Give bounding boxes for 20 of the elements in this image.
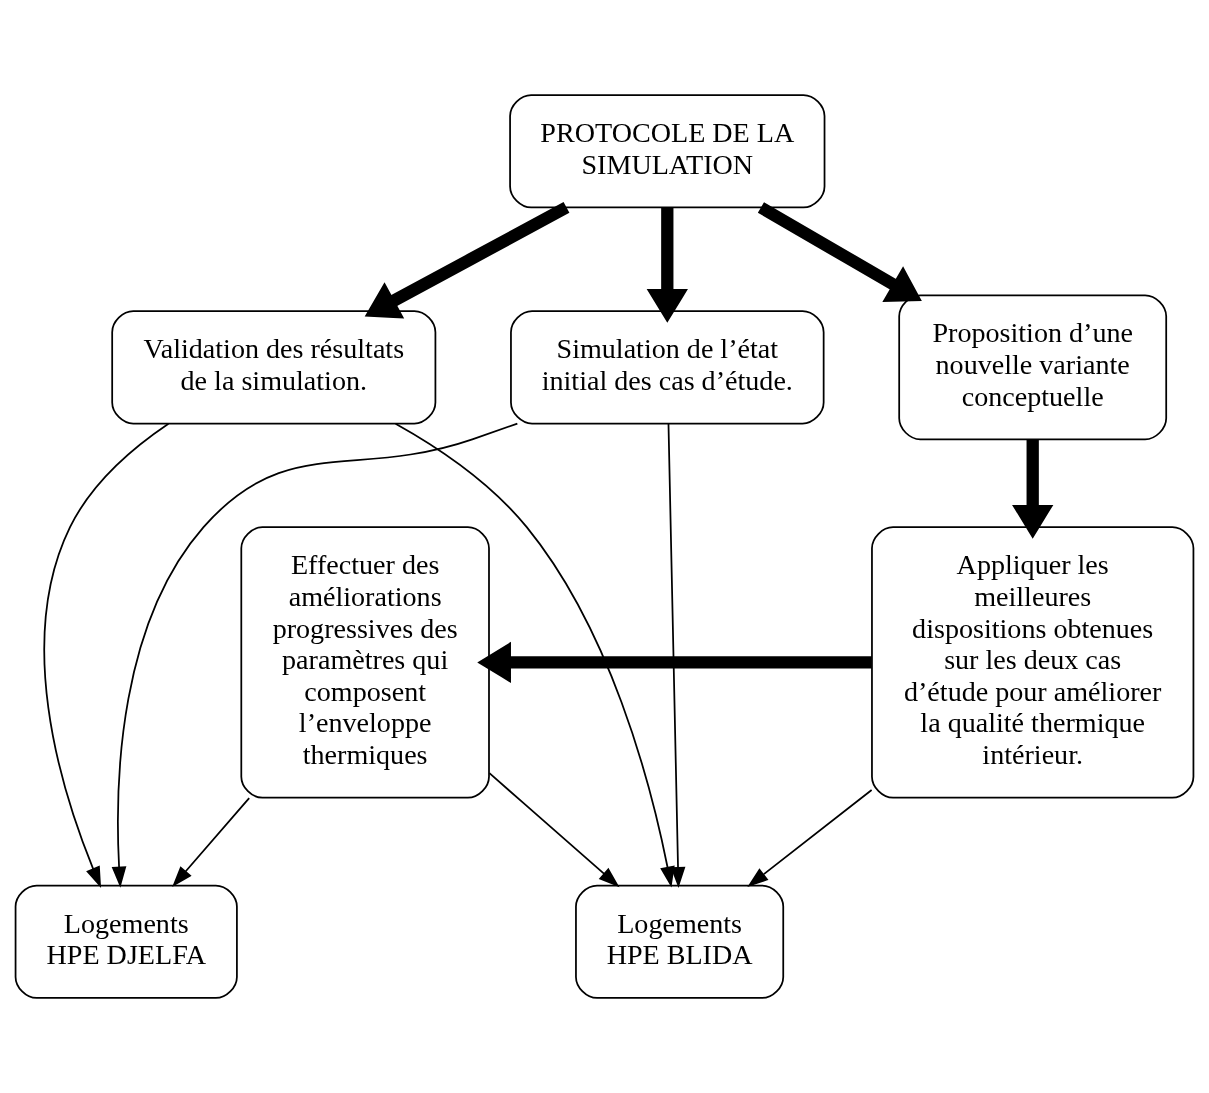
arrow — [364, 202, 570, 319]
arrow — [394, 422, 675, 888]
arrow — [488, 772, 620, 888]
node-box: Logements HPE DJELFA — [14, 884, 238, 999]
node-box: PROTOCOLE DE LA SIMULATION — [509, 94, 826, 209]
node-box: Logements HPE BLIDA — [575, 884, 785, 999]
arrow — [667, 422, 686, 889]
node-box: Simulation de l’état initial des cas d’étude. — [510, 310, 825, 425]
arrow — [646, 207, 688, 323]
arrow — [111, 422, 519, 888]
node-box: Appliquer les meilleures dispositions obtenues sur les deux cas d’étude pour améliorer la qualité thermique intérieur. — [871, 526, 1195, 799]
arrow — [172, 797, 251, 887]
node-box: Effectuer des améliorations progressives des paramètres qui composent l’enveloppe thermiques — [240, 526, 490, 799]
arrow — [757, 202, 922, 302]
arrow — [43, 422, 170, 888]
arrow — [477, 641, 872, 684]
arrow — [747, 789, 873, 888]
node-box: Validation des résultats de la simulation. — [111, 310, 437, 425]
arrow — [1012, 439, 1054, 539]
node-box: Proposition d’une nouvelle variante conceptuelle — [898, 294, 1168, 441]
